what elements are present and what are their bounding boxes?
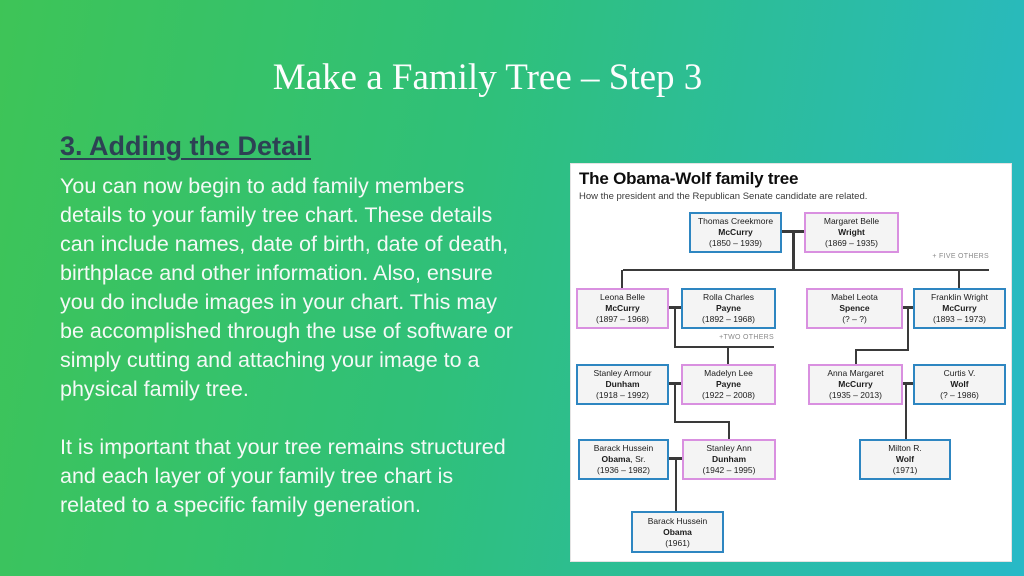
- person-surname: Obama, Sr.: [601, 454, 646, 464]
- person-given-name: Rolla Charles: [702, 292, 755, 302]
- person-given-name: Stanley Ann: [706, 443, 752, 453]
- section-heading: 3. Adding the Detail: [60, 131, 312, 161]
- person-given-name: Leona Belle: [600, 292, 645, 302]
- person-box: Milton R.Wolf(1971): [859, 439, 951, 480]
- person-given-name: Barack Hussein: [647, 515, 708, 526]
- person-dates: (1936 – 1982): [597, 465, 650, 475]
- person-surname: Obama: [663, 526, 692, 537]
- tree-connector-line: [903, 306, 913, 309]
- person-dates: (1918 – 1992): [596, 390, 649, 400]
- person-dates: (1892 – 1968): [702, 314, 755, 324]
- tree-connector-line: [728, 422, 730, 439]
- person-given-name: Franklin Wright: [931, 292, 988, 302]
- person-given-name: Madelyn Lee: [704, 368, 753, 378]
- person-dates: (? – ?): [842, 314, 867, 324]
- person-surname: Payne: [715, 379, 742, 389]
- tree-connector-line: [792, 232, 795, 269]
- person-surname: Wolf: [895, 454, 915, 464]
- slide-title: Make a Family Tree – Step 3: [272, 57, 703, 98]
- person-given-name: Stanley Armour: [593, 368, 652, 378]
- family-tree-image: The Obama-Wolf family tree How the presi…: [570, 163, 1012, 562]
- tree-connector-line: [727, 347, 729, 364]
- person-dates: (1942 – 1995): [702, 465, 756, 475]
- person-dates: (1893 – 1973): [933, 314, 986, 324]
- tree-subtitle: How the president and the Republican Sen…: [579, 191, 868, 202]
- tree-connector-line: [669, 457, 682, 460]
- tree-connector-line: [905, 384, 907, 439]
- others-annotation: +TWO OTHERS: [719, 334, 774, 341]
- tree-connector-line: [669, 306, 681, 309]
- person-surname: McCurry: [605, 303, 640, 313]
- tree-connector-line: [675, 459, 677, 511]
- tree-title: The Obama-Wolf family tree: [579, 169, 799, 188]
- person-name-suffix: , Sr.: [630, 454, 646, 464]
- person-dates: (1922 – 2008): [702, 390, 755, 400]
- person-dates: (1961): [665, 537, 690, 548]
- tree-connector-line: [674, 308, 676, 346]
- person-surname: Spence: [839, 303, 870, 313]
- body-paragraph-2: It is important that your tree remains s…: [60, 435, 506, 517]
- person-given-name: Anna Margaret: [827, 368, 884, 378]
- tree-connector-line: [958, 270, 960, 288]
- person-given-name: Barack Hussein: [593, 443, 654, 453]
- tree-connector-line: [621, 270, 623, 288]
- tree-connector-line: [782, 230, 804, 233]
- tree-connector-line: [674, 384, 676, 421]
- tree-connector-line: [855, 350, 857, 364]
- tree-connector-line: [855, 349, 909, 351]
- person-given-name: Curtis V.: [943, 368, 976, 378]
- person-surname: Payne: [715, 303, 742, 313]
- person-surname: McCurry: [838, 379, 873, 389]
- tree-connector-line: [903, 382, 913, 385]
- person-given-name: Milton R.: [888, 443, 922, 453]
- tree-connector-line: [669, 382, 681, 385]
- person-dates: (? – 1986): [940, 390, 979, 400]
- person-surname: Dunham: [712, 454, 746, 464]
- person-surname: Wright: [838, 227, 865, 237]
- person-dates: (1935 – 2013): [829, 390, 882, 400]
- others-annotation: + FIVE OTHERS: [932, 253, 989, 260]
- person-box: Curtis V.Wolf(? – 1986): [913, 364, 1006, 405]
- person-dates: (1850 – 1939): [709, 238, 762, 248]
- person-given-name: Mabel Leota: [831, 292, 878, 302]
- person-dates: (1897 – 1968): [596, 314, 649, 324]
- person-dates: (1971): [892, 465, 918, 475]
- tree-connector-line: [674, 346, 774, 348]
- tree-connector-line: [907, 308, 909, 349]
- person-surname: McCurry: [942, 303, 977, 313]
- body-paragraph-1: You can now begin to add family members …: [60, 174, 513, 401]
- person-dates: (1869 – 1935): [825, 238, 878, 248]
- person-surname: McCurry: [718, 227, 753, 237]
- person-surname: Wolf: [950, 379, 969, 389]
- person-given-name: Margaret Belle: [823, 216, 880, 226]
- person-given-name: Thomas Creekmore: [697, 216, 774, 226]
- person-surname: Dunham: [605, 379, 640, 389]
- tree-connector-line: [623, 269, 989, 271]
- tree-connector-line: [674, 421, 730, 423]
- text-column: 3. Adding the Detail You can now begin t…: [60, 130, 562, 520]
